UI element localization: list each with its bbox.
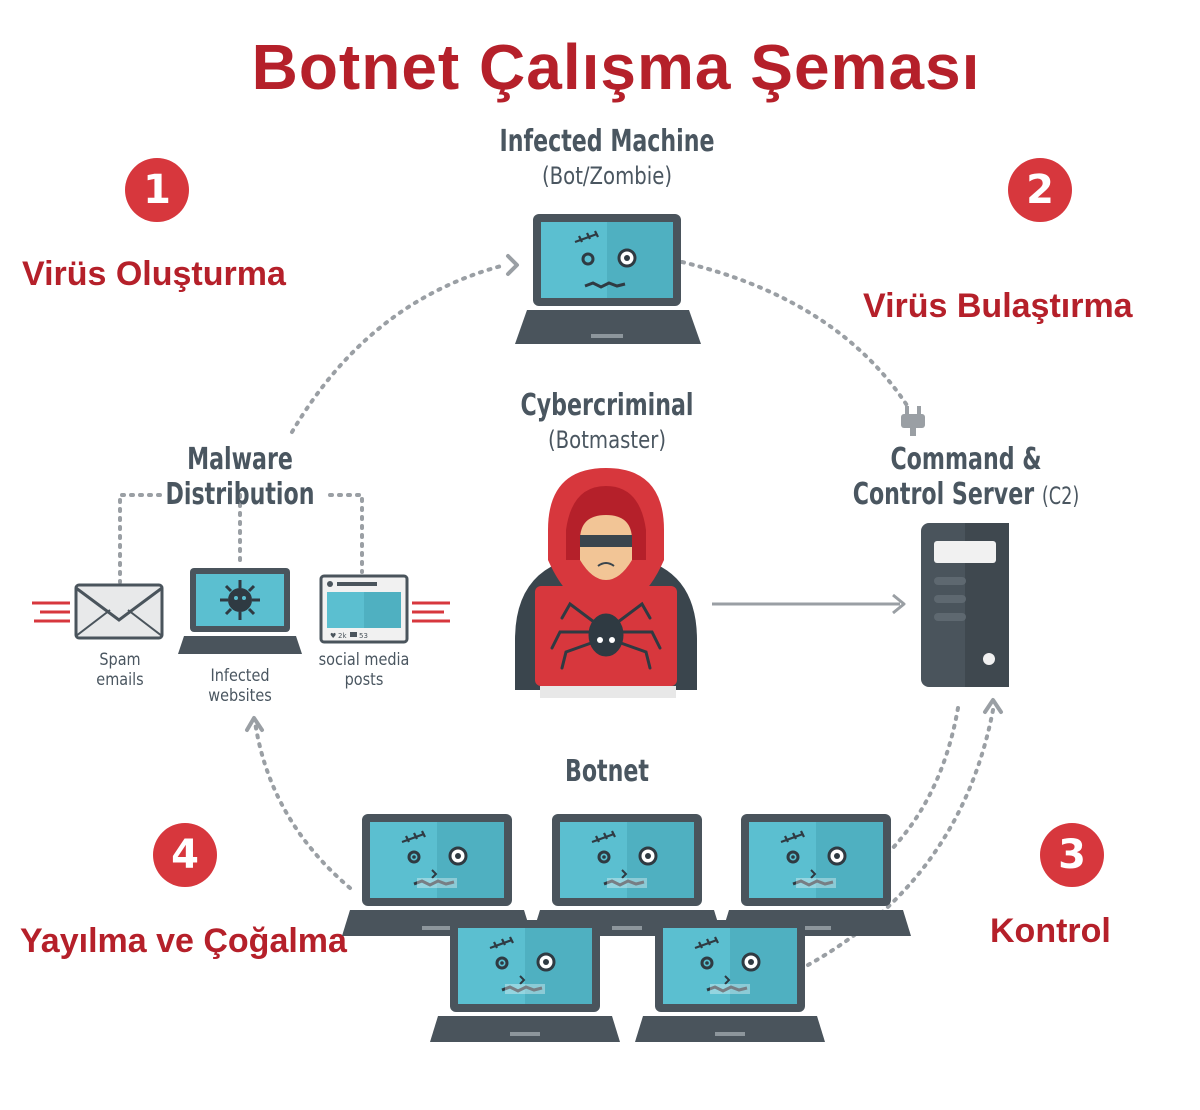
- likes-count: 2k: [338, 632, 347, 640]
- page-title: Botnet Çalışma Şeması: [251, 31, 981, 103]
- c2-title-line1: Command &: [890, 442, 1042, 477]
- hacker-icon: [515, 468, 697, 698]
- malware-title-line2: Distribution: [165, 477, 315, 512]
- malware-title-line1: Malware: [187, 442, 293, 477]
- infected-machine-title: Infected Machine: [499, 124, 715, 159]
- botnet-laptop-icon: [530, 812, 724, 938]
- step-4-label: Yayılma ve Çoğalma: [20, 922, 347, 960]
- botnet-laptop-icon: [428, 918, 622, 1044]
- caption-line: posts: [344, 670, 384, 690]
- infected-website-icon: [178, 568, 302, 654]
- cybercriminal-title: Cybercriminal: [520, 388, 694, 423]
- step-2-label: Virüs Bulaştırma: [863, 287, 1133, 325]
- spam-emails-caption: Spam emails: [69, 650, 171, 690]
- step-1-label: Virüs Oluşturma: [22, 255, 286, 293]
- step-3-badge: 3: [1040, 823, 1104, 887]
- social-media-icon: ♥ 2k 53: [319, 574, 450, 644]
- caption-line: social media: [318, 650, 410, 670]
- cybercriminal-subtitle: (Botmaster): [547, 426, 667, 454]
- caption-line: emails: [96, 670, 144, 690]
- email-icon: [32, 583, 164, 640]
- step-2-badge: 2: [1008, 158, 1072, 222]
- step-1-badge: 1: [125, 158, 189, 222]
- caption-line: Infected: [210, 666, 270, 686]
- c2-title-line2: Control Server (C2): [843, 477, 1089, 512]
- social-media-posts-caption: social media posts: [305, 650, 424, 690]
- step-3-label: Kontrol: [990, 912, 1111, 950]
- c2-title-suffix: (C2): [1041, 482, 1080, 510]
- botnet-laptop-icon: [719, 812, 913, 938]
- caption-line: Spam: [99, 650, 141, 670]
- svg-text:♥: ♥: [330, 632, 336, 640]
- c2-title-name: Control Server: [852, 477, 1035, 512]
- caption-line: websites: [208, 686, 272, 706]
- server-icon: [921, 523, 1009, 687]
- botnet-title: Botnet: [564, 754, 649, 789]
- comments-count: 53: [359, 632, 368, 640]
- infected-websites-caption: Infected websites: [189, 666, 291, 706]
- infected-machine-subtitle: (Bot/Zombie): [541, 162, 672, 190]
- infected-machine-laptop-icon: [515, 214, 701, 344]
- step-4-badge: 4: [153, 823, 217, 887]
- botnet-laptop-icon: [340, 812, 534, 938]
- botnet-laptop-icon: [633, 918, 827, 1044]
